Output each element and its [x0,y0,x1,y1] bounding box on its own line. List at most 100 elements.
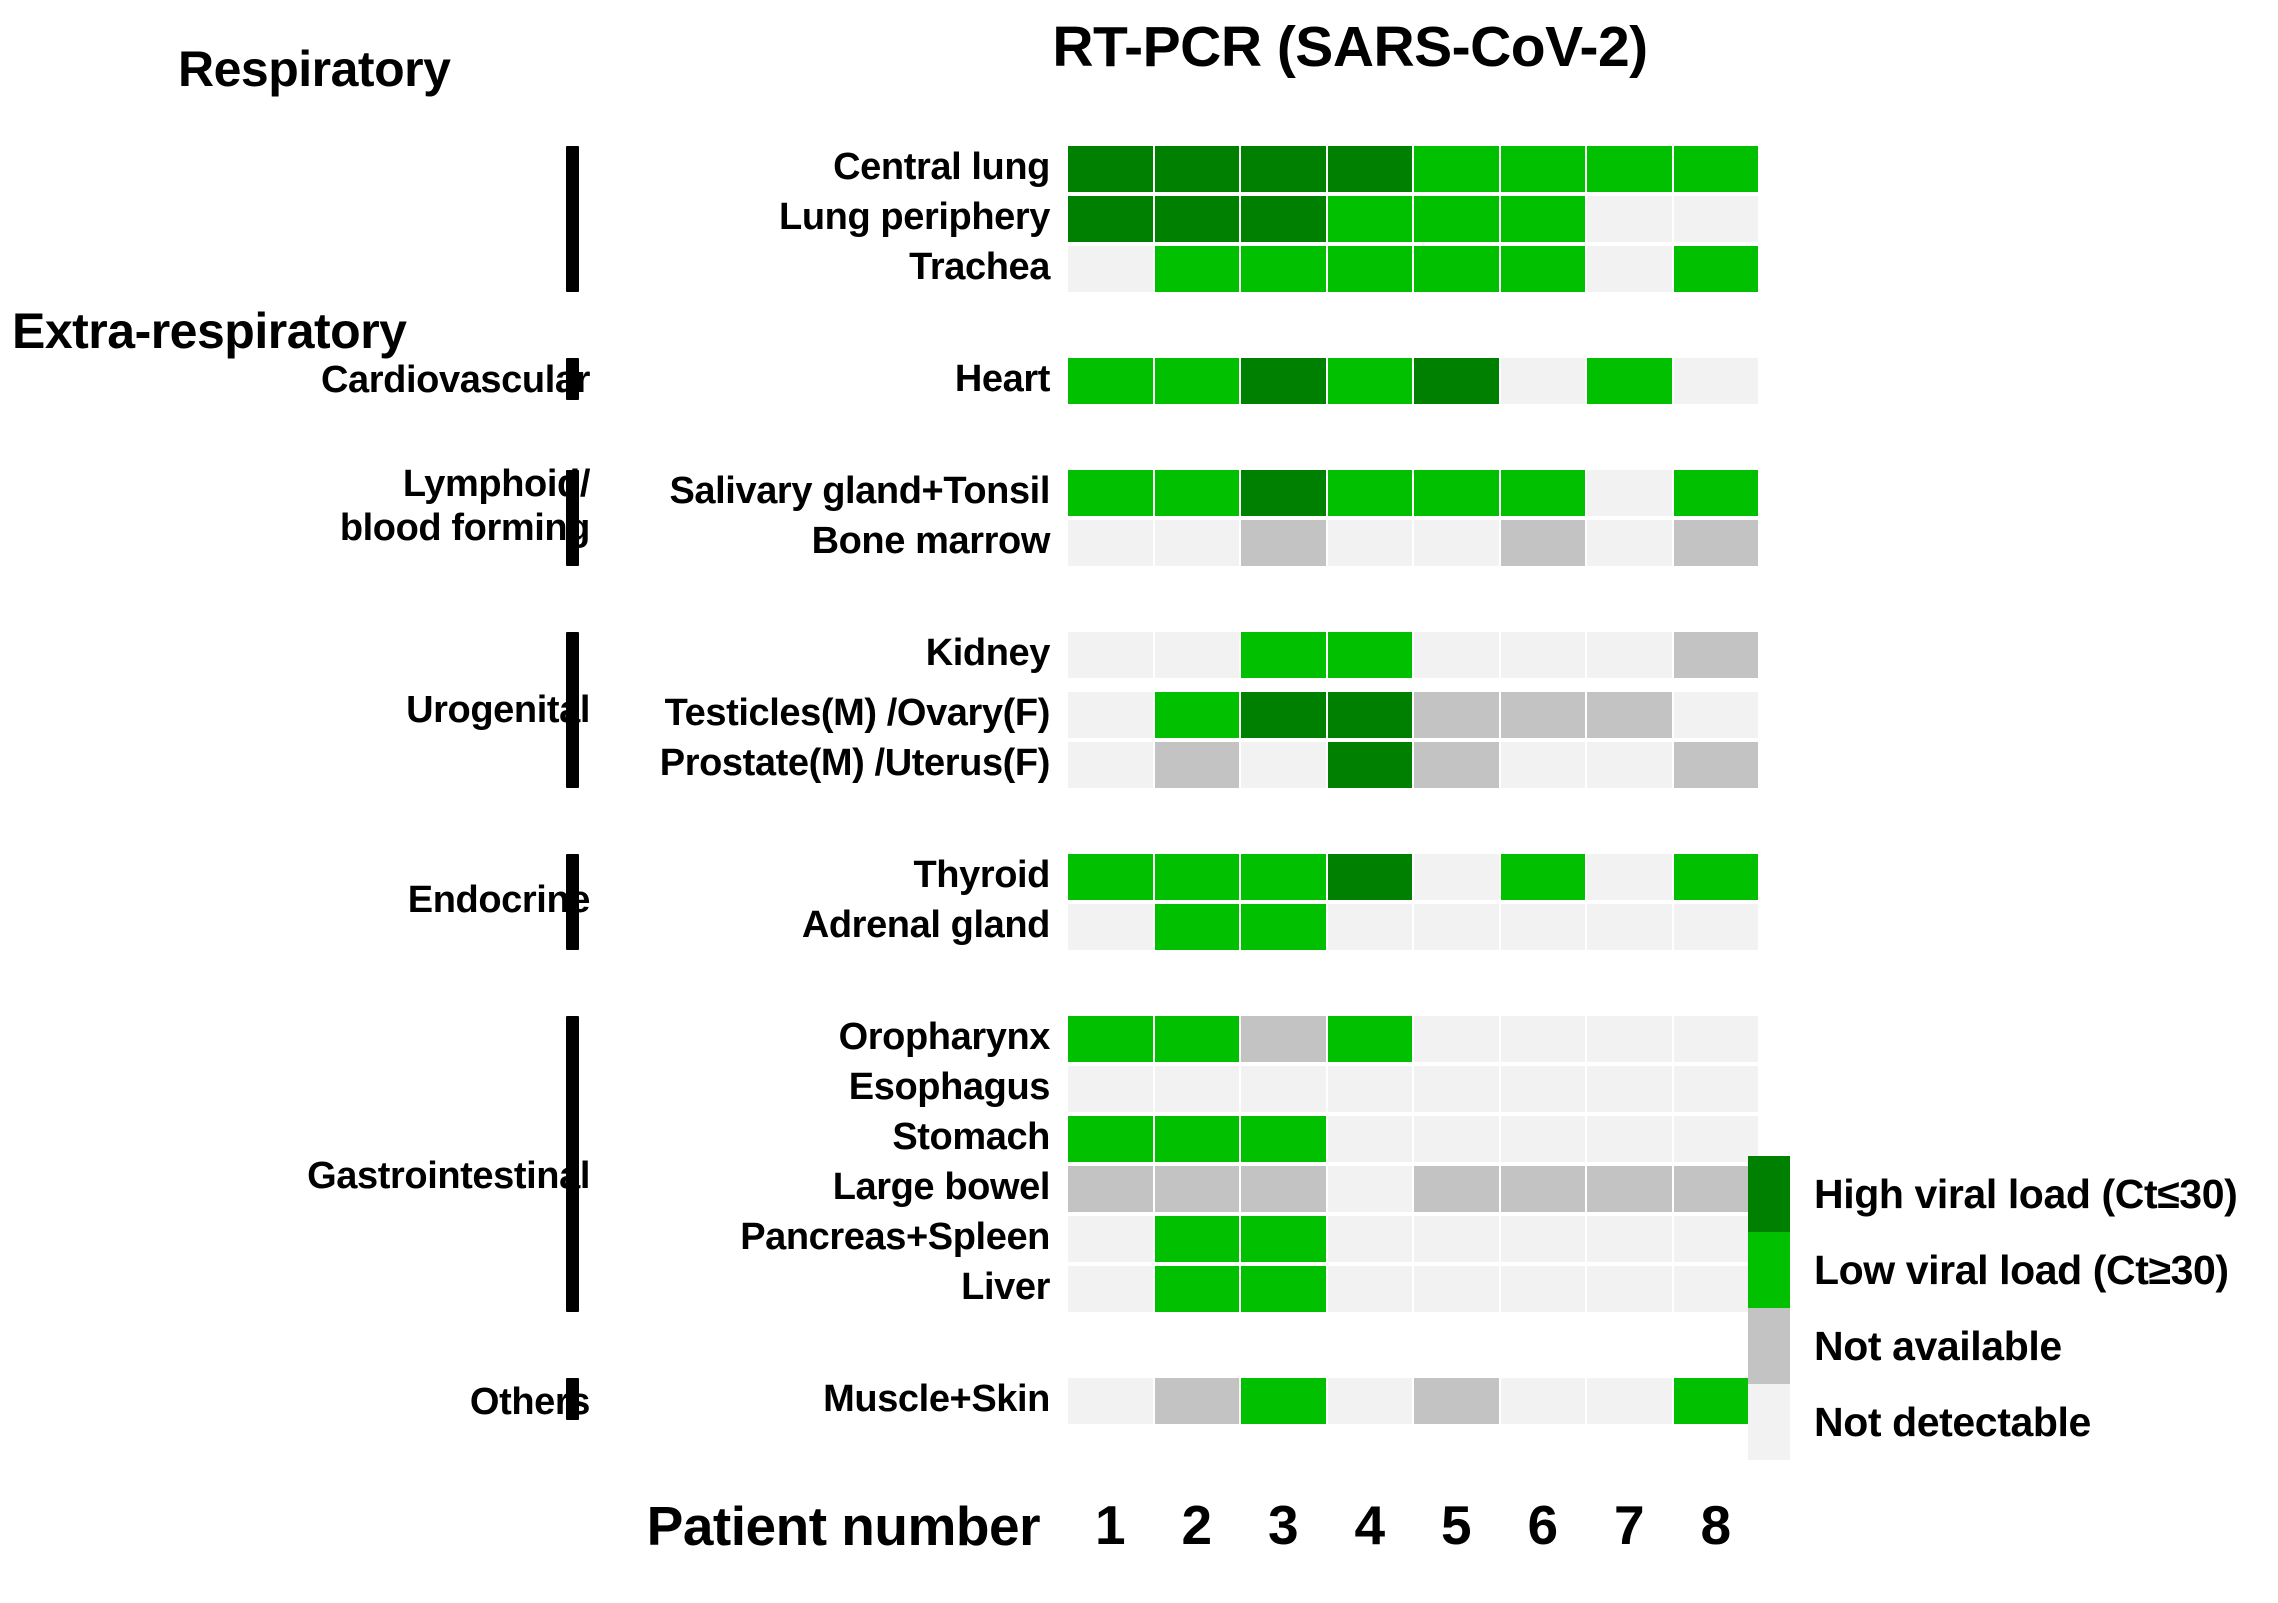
heatmap-cell[interactable] [1154,904,1239,950]
heatmap-cell[interactable] [1500,1116,1585,1162]
heatmap-cell[interactable] [1673,1116,1758,1162]
heatmap-cell[interactable] [1414,146,1499,192]
heatmap-cell[interactable] [1327,246,1412,292]
heatmap-cell[interactable] [1068,632,1153,678]
heatmap-cell[interactable] [1500,854,1585,900]
heatmap-cell[interactable] [1414,632,1499,678]
heatmap-cell[interactable] [1414,246,1499,292]
heatmap-cell[interactable] [1154,632,1239,678]
heatmap-cell[interactable] [1673,470,1758,516]
heatmap-cell[interactable] [1241,1116,1326,1162]
heatmap-cell[interactable] [1500,692,1585,738]
heatmap-cell[interactable] [1327,470,1412,516]
heatmap-cell[interactable] [1068,854,1153,900]
heatmap-cell[interactable] [1673,742,1758,788]
heatmap-cell[interactable] [1500,1066,1585,1112]
heatmap-cell[interactable] [1500,1016,1585,1062]
heatmap-grid[interactable] [1068,0,1758,1603]
heatmap-cell[interactable] [1673,1266,1758,1312]
heatmap-cell[interactable] [1587,854,1672,900]
heatmap-cell[interactable] [1327,632,1412,678]
heatmap-cell[interactable] [1068,742,1153,788]
heatmap-cell[interactable] [1500,520,1585,566]
heatmap-cell[interactable] [1327,1216,1412,1262]
heatmap-cell[interactable] [1587,1166,1672,1212]
heatmap-cell[interactable] [1673,246,1758,292]
heatmap-cell[interactable] [1327,854,1412,900]
heatmap-cell[interactable] [1587,632,1672,678]
heatmap-cell[interactable] [1414,904,1499,950]
heatmap-cell[interactable] [1154,742,1239,788]
heatmap-cell[interactable] [1673,1066,1758,1112]
heatmap-cell[interactable] [1241,692,1326,738]
heatmap-cell[interactable] [1587,520,1672,566]
heatmap-cell[interactable] [1500,196,1585,242]
heatmap-cell[interactable] [1241,246,1326,292]
heatmap-cell[interactable] [1154,1266,1239,1312]
heatmap-cell[interactable] [1241,1216,1326,1262]
heatmap-cell[interactable] [1327,692,1412,738]
heatmap-cell[interactable] [1327,520,1412,566]
heatmap-cell[interactable] [1154,1216,1239,1262]
heatmap-cell[interactable] [1327,1166,1412,1212]
heatmap-cell[interactable] [1154,196,1239,242]
heatmap-cell[interactable] [1068,470,1153,516]
heatmap-cell[interactable] [1500,470,1585,516]
heatmap-cell[interactable] [1154,1378,1239,1424]
heatmap-cell[interactable] [1241,1266,1326,1312]
heatmap-cell[interactable] [1414,1066,1499,1112]
heatmap-cell[interactable] [1414,692,1499,738]
heatmap-cell[interactable] [1414,742,1499,788]
heatmap-cell[interactable] [1068,1116,1153,1162]
heatmap-cell[interactable] [1500,1378,1585,1424]
heatmap-cell[interactable] [1154,692,1239,738]
heatmap-cell[interactable] [1241,632,1326,678]
heatmap-cell[interactable] [1673,1216,1758,1262]
heatmap-cell[interactable] [1327,742,1412,788]
heatmap-cell[interactable] [1587,1266,1672,1312]
heatmap-cell[interactable] [1673,632,1758,678]
heatmap-cell[interactable] [1673,196,1758,242]
heatmap-cell[interactable] [1500,904,1585,950]
heatmap-cell[interactable] [1673,854,1758,900]
heatmap-cell[interactable] [1587,246,1672,292]
heatmap-cell[interactable] [1587,742,1672,788]
heatmap-cell[interactable] [1414,470,1499,516]
heatmap-cell[interactable] [1587,1216,1672,1262]
heatmap-cell[interactable] [1241,470,1326,516]
heatmap-cell[interactable] [1154,1016,1239,1062]
heatmap-cell[interactable] [1241,904,1326,950]
heatmap-cell[interactable] [1587,692,1672,738]
heatmap-cell[interactable] [1327,1116,1412,1162]
heatmap-cell[interactable] [1154,470,1239,516]
heatmap-cell[interactable] [1587,196,1672,242]
heatmap-cell[interactable] [1673,520,1758,566]
heatmap-cell[interactable] [1154,520,1239,566]
heatmap-cell[interactable] [1414,1116,1499,1162]
heatmap-cell[interactable] [1241,520,1326,566]
heatmap-cell[interactable] [1587,1066,1672,1112]
heatmap-cell[interactable] [1068,692,1153,738]
heatmap-cell[interactable] [1500,146,1585,192]
heatmap-cell[interactable] [1673,146,1758,192]
heatmap-cell[interactable] [1327,358,1412,404]
heatmap-cell[interactable] [1673,1016,1758,1062]
heatmap-cell[interactable] [1414,854,1499,900]
heatmap-cell[interactable] [1587,470,1672,516]
heatmap-cell[interactable] [1587,358,1672,404]
heatmap-cell[interactable] [1414,358,1499,404]
heatmap-cell[interactable] [1673,358,1758,404]
heatmap-cell[interactable] [1068,246,1153,292]
heatmap-cell[interactable] [1587,904,1672,950]
heatmap-cell[interactable] [1673,692,1758,738]
heatmap-cell[interactable] [1241,358,1326,404]
heatmap-cell[interactable] [1414,1378,1499,1424]
heatmap-cell[interactable] [1327,1378,1412,1424]
heatmap-cell[interactable] [1587,146,1672,192]
heatmap-cell[interactable] [1068,1216,1153,1262]
heatmap-cell[interactable] [1154,246,1239,292]
heatmap-cell[interactable] [1154,146,1239,192]
heatmap-cell[interactable] [1327,1266,1412,1312]
heatmap-cell[interactable] [1587,1378,1672,1424]
heatmap-cell[interactable] [1068,520,1153,566]
